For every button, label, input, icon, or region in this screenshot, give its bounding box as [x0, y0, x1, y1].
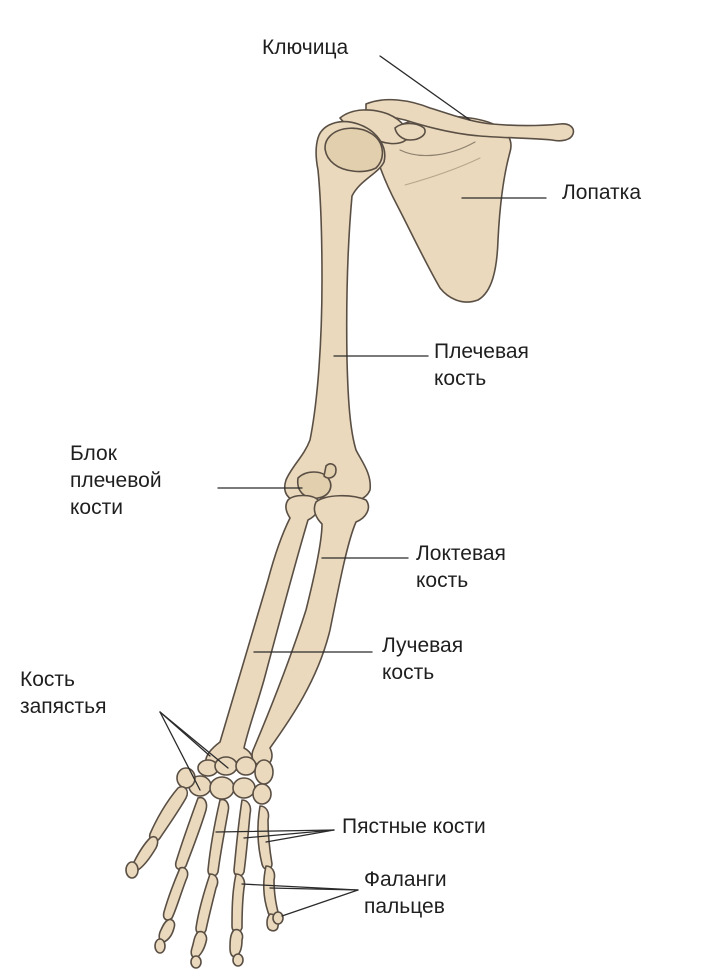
carpal-label-line-2: запястья	[20, 695, 107, 718]
carpal-bones	[176, 756, 274, 805]
ulna-label: Локтевая кость	[416, 540, 506, 594]
metacarpal-leader-line-1	[215, 829, 335, 833]
carpal-leader-line-3	[159, 711, 201, 791]
phalanges-leader-line-3	[281, 889, 359, 917]
phalanges-label: Фаланги пальцев	[364, 866, 447, 920]
scapula-bone	[371, 115, 512, 303]
humerus-bone	[284, 120, 386, 503]
phalanges-bones	[125, 835, 284, 969]
carpal-leader-line-2	[159, 711, 229, 769]
humerus-label: Плечевая кость	[434, 338, 529, 392]
metacarpal-leader-line-2	[243, 829, 335, 839]
ulna-label-line-2: кость	[416, 569, 469, 592]
scapula-label-text: Лопатка	[562, 181, 641, 204]
humerus-label-line-2: кость	[434, 367, 487, 390]
trochlea-label: Блок плечевой кости	[70, 440, 162, 521]
clavicle-leader-line	[379, 55, 471, 121]
scapula-label: Лопатка	[562, 179, 641, 206]
metacarpal-leader-line-3	[265, 829, 335, 843]
phalanges-leader-line-2	[269, 887, 359, 891]
metacarpal-bones	[148, 785, 273, 878]
carpal-label: Кость запястья	[20, 666, 106, 720]
clavicle-label: Ключица	[262, 34, 348, 61]
radius-label-line-1: Лучевая	[382, 634, 464, 657]
phalanges-label-line-1: Фаланги	[364, 868, 447, 891]
clavicle-label-text: Ключица	[262, 36, 349, 59]
metacarpal-label-text: Пястные кости	[342, 815, 486, 838]
trochlea-label-line-3: кости	[70, 496, 123, 519]
ulna-bone	[251, 494, 370, 767]
trochlea-label-line-2: плечевой	[70, 469, 162, 492]
carpal-label-line-1: Кость	[20, 668, 75, 691]
phalanges-label-line-2: пальцев	[364, 895, 445, 918]
ulna-label-line-1: Локтевая	[416, 542, 506, 565]
radius-label: Лучевая кость	[382, 632, 463, 686]
trochlea-label-line-1: Блок	[70, 442, 117, 465]
metacarpal-label: Пястные кости	[342, 813, 486, 840]
humerus-label-line-1: Плечевая	[434, 340, 529, 363]
radius-label-line-2: кость	[382, 661, 435, 684]
